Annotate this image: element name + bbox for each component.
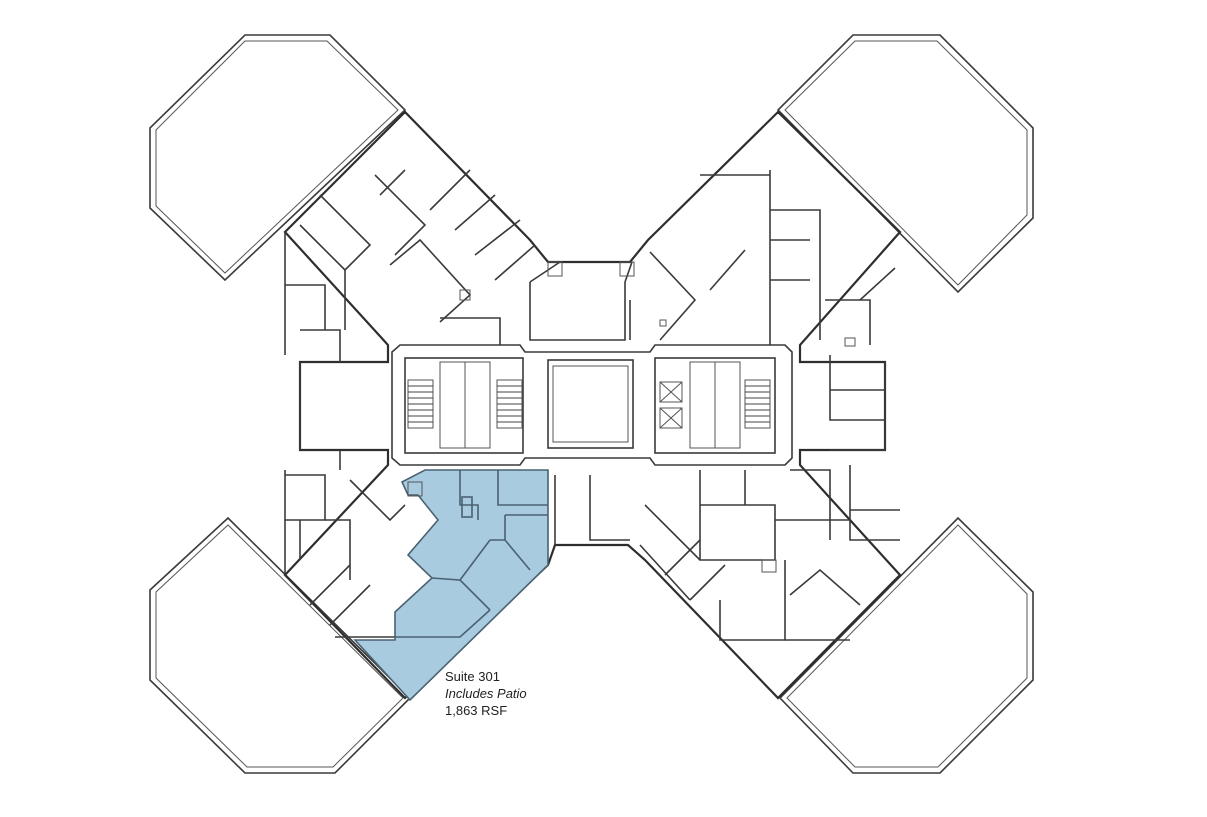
stair-center-left	[496, 379, 523, 429]
stair-right	[744, 379, 771, 429]
wing-bottom-left-offices	[284, 450, 630, 638]
suite-301-area[interactable]	[353, 469, 549, 702]
building-core	[391, 344, 793, 466]
columns	[407, 261, 856, 573]
patio-top-left	[149, 34, 407, 282]
stair-left	[407, 379, 434, 429]
suite-name: Suite 301	[445, 669, 500, 684]
patio-bottom-left	[149, 516, 412, 774]
patio-top-right	[776, 34, 1034, 294]
patio-bottom-right	[778, 516, 1034, 774]
wing-top-left-offices	[284, 169, 536, 362]
wing-right-offices	[790, 355, 900, 541]
suite-area: 1,863 RSF	[445, 703, 508, 718]
wing-bottom-right-offices	[639, 470, 861, 641]
restrooms	[439, 361, 741, 449]
suite-note: Includes Patio	[445, 686, 527, 701]
suite-301-shape[interactable]	[353, 469, 549, 702]
wing-top-right-offices	[529, 170, 896, 345]
suite-label: Suite 301 Includes Patio 1,863 RSF	[445, 668, 527, 719]
